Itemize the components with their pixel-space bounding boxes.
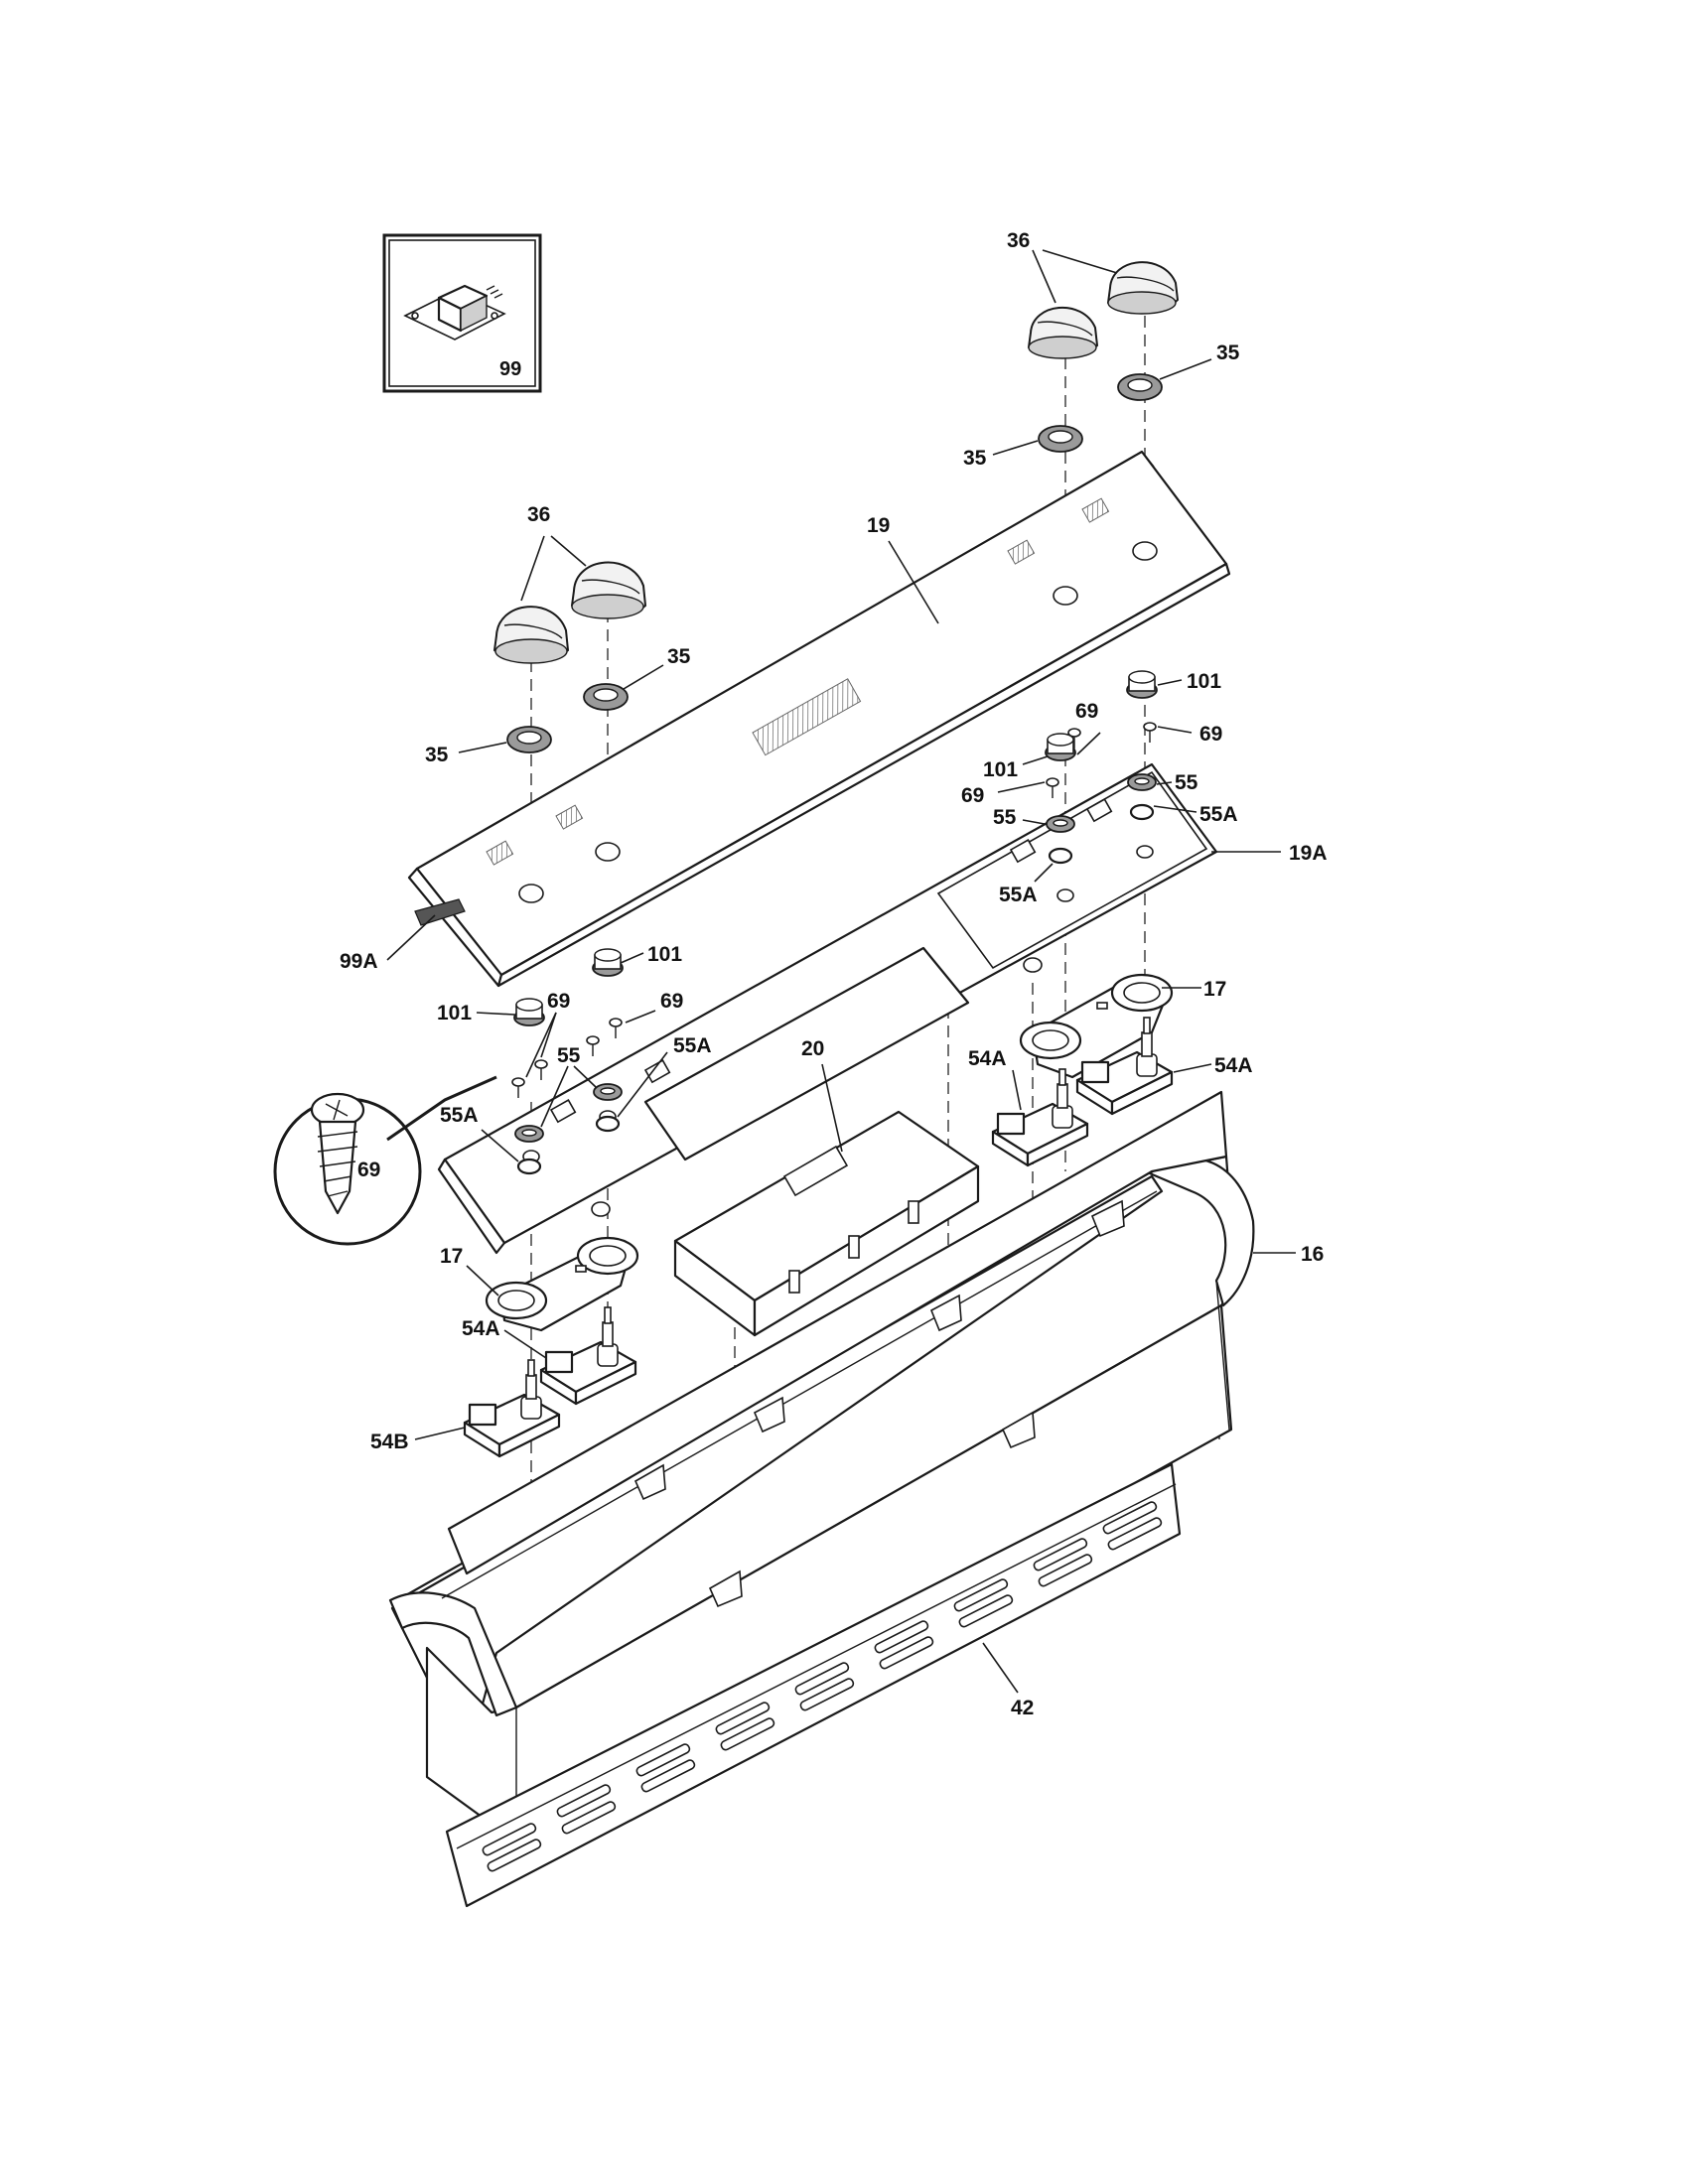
callout-55-left: 55 — [557, 1044, 581, 1067]
callout-35-mid: 35 — [963, 447, 987, 470]
callout-17-left: 17 — [440, 1245, 463, 1268]
callout-42: 42 — [1011, 1697, 1034, 1719]
part-16-backguard: 16 — [388, 1090, 1324, 1829]
part-54a-switch-right-upper: 54A — [1075, 1017, 1253, 1116]
part-19-control-panel: 19 99A — [340, 450, 1231, 988]
callout-55-right-lower: 55 — [993, 806, 1017, 829]
callout-35-left-upper: 35 — [667, 645, 691, 668]
callout-35-left-lower: 35 — [425, 744, 449, 766]
callout-69-detail: 69 — [357, 1159, 380, 1181]
screw-69-right-b — [1067, 728, 1081, 749]
callout-55-right-upper: 55 — [1175, 771, 1198, 794]
callout-17-right: 17 — [1203, 978, 1226, 1001]
part-group-left-fasteners: 101 101 69 69 — [437, 943, 712, 1175]
callout-69-right-mid: 69 — [1075, 700, 1098, 723]
part-101-nut-left-a — [592, 948, 624, 977]
part-99a-ribbon-cable — [414, 898, 466, 926]
screw-69-left-b — [586, 1035, 600, 1056]
callout-55a-right-upper: 55A — [1199, 803, 1238, 826]
part-20-control-board: 20 — [673, 1037, 980, 1337]
knob-icon — [492, 606, 570, 664]
callout-55a-left-lower: 55A — [440, 1104, 479, 1127]
part-101-nut-left-b — [513, 998, 545, 1026]
screw-69-left-d — [511, 1077, 525, 1098]
callout-54b: 54B — [370, 1431, 409, 1453]
callout-101-right-lower: 101 — [983, 758, 1018, 781]
part-36-knobs-left: 36 — [492, 503, 647, 664]
part-54b-switch-left: 54B — [370, 1359, 561, 1458]
part-99-detail-box: 99 — [382, 233, 542, 393]
part-35-grommets-left: 35 35 — [425, 645, 691, 766]
callout-35-right: 35 — [1216, 341, 1240, 364]
screw-69-right-a — [1143, 722, 1157, 743]
part-35-grommets-right: 35 35 — [963, 341, 1240, 470]
part-101-nut-right-a — [1126, 670, 1158, 699]
knob-icon — [1027, 306, 1099, 359]
callout-54a-left: 54A — [462, 1317, 500, 1340]
part-54a-switch-right-lower: 54A — [968, 1047, 1089, 1167]
part-17-bracket-right: 17 — [1019, 973, 1226, 1079]
callout-19: 19 — [867, 514, 890, 537]
part-99-relay-board-icon — [403, 284, 506, 341]
part-69-screw-detail: 69 — [273, 1075, 497, 1246]
callout-36-right: 36 — [1007, 229, 1030, 252]
callout-20: 20 — [801, 1037, 824, 1060]
callout-54a-right-upper: 54A — [1214, 1054, 1253, 1077]
screw-icon — [310, 1092, 365, 1215]
callout-55a-right-lower: 55A — [999, 884, 1038, 906]
callout-36-left: 36 — [527, 503, 550, 526]
part-54a-switch-left: 54A — [462, 1306, 637, 1406]
callout-99: 99 — [499, 358, 521, 380]
part-101-nut-right-b — [1045, 733, 1076, 761]
callout-69-left-right: 69 — [660, 990, 683, 1013]
screw-69-left-c — [534, 1059, 548, 1080]
screw-69-right-c — [1046, 777, 1059, 798]
callout-101-left-lower: 101 — [437, 1002, 472, 1024]
callout-16: 16 — [1301, 1243, 1324, 1266]
callout-101-right-upper: 101 — [1187, 670, 1221, 693]
part-19a-control-bracket: 19A — [437, 762, 1328, 1255]
callout-19a: 19A — [1289, 842, 1328, 865]
vent-slots — [482, 1501, 1163, 1872]
part-36-knobs-right: 36 — [1007, 229, 1180, 359]
part-17-bracket-left: 17 — [440, 1236, 639, 1332]
part-42-vent-trim: 42 — [445, 1462, 1182, 1908]
callout-69-right-lower: 69 — [961, 784, 984, 807]
callout-99a: 99A — [340, 950, 378, 973]
callout-101-left-upper: 101 — [647, 943, 682, 966]
callout-55a-left-upper: 55A — [673, 1034, 712, 1057]
callout-69-left: 69 — [547, 990, 570, 1013]
knob-icon — [1106, 261, 1180, 315]
callout-54a-right-lower: 54A — [968, 1047, 1007, 1070]
part-group-right-fasteners: 101 69 101 69 69 55 55A — [961, 670, 1238, 906]
screw-69-left-a — [609, 1018, 623, 1038]
callout-69-right-upper: 69 — [1199, 723, 1222, 746]
knob-icon — [570, 561, 647, 619]
